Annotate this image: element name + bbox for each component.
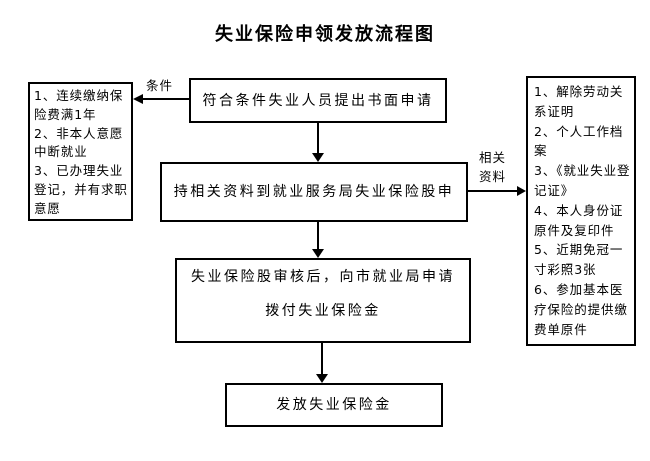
- conditions-box: 1、连续缴纳保险费满1年 2、非本人意愿中断就业 3、已办理失业登记，并有求职意…: [28, 82, 133, 221]
- arrowhead-down-icon: [312, 249, 324, 258]
- material-item: 4、本人身份证原件及复印件: [534, 202, 624, 238]
- condition-item: 3、已办理失业登记，并有求职意愿: [34, 163, 128, 216]
- flow-step-apply: 符合条件失业人员提出书面申请: [189, 78, 447, 123]
- flow-step-review: 失业保险股审核后，向市就业局申请 拨付失业保险金: [175, 258, 471, 343]
- arrow-line-to-materials: [468, 190, 517, 192]
- materials-box: 1、解除劳动关系证明 2、个人工作档案 3、《就业失业登记证》 4、本人身份证原…: [526, 76, 636, 346]
- flow-step-submit-materials-label: 持相关资料到就业服务局失业保险股申: [173, 184, 455, 200]
- arrowhead-right-icon: [517, 186, 526, 196]
- material-item: 6、参加基本医疗保险的提供缴费单原件: [534, 281, 628, 337]
- arrowhead-down-icon: [316, 374, 328, 383]
- condition-arrow-label: 条件: [146, 78, 174, 93]
- flow-step-submit-materials: 持相关资料到就业服务局失业保险股申: [160, 162, 468, 222]
- flow-step-apply-label: 符合条件失业人员提出书面申请: [202, 92, 434, 109]
- arrowhead-down-icon: [312, 153, 324, 162]
- condition-item: 1、连续缴纳保险费满1年: [34, 88, 124, 122]
- flow-step-review-line2: 拨付失业保险金: [265, 303, 381, 319]
- arrow-line-step1-step2: [317, 123, 319, 154]
- arrowhead-left-icon: [133, 94, 143, 104]
- material-item: 1、解除劳动关系证明: [534, 84, 624, 119]
- condition-item: 2、非本人意愿中断就业: [34, 125, 124, 160]
- arrow-line-to-conditions: [143, 98, 189, 100]
- materials-arrow-label: 相关资料: [479, 150, 507, 184]
- arrow-line-step2-step3: [317, 222, 319, 250]
- flow-step-payout-label: 发放失业保险金: [276, 397, 392, 413]
- material-item: 3、《就业失业登记证》: [534, 163, 631, 198]
- flow-step-payout: 发放失业保险金: [225, 383, 443, 427]
- arrow-line-step3-step4: [321, 343, 323, 375]
- material-item: 2、个人工作档案: [534, 123, 624, 159]
- flow-step-review-line1: 失业保险股审核后，向市就业局申请: [191, 269, 455, 285]
- page-title: 失业保险申领发放流程图: [215, 24, 435, 45]
- material-item: 5、近期免冠一寸彩照3张: [534, 242, 624, 278]
